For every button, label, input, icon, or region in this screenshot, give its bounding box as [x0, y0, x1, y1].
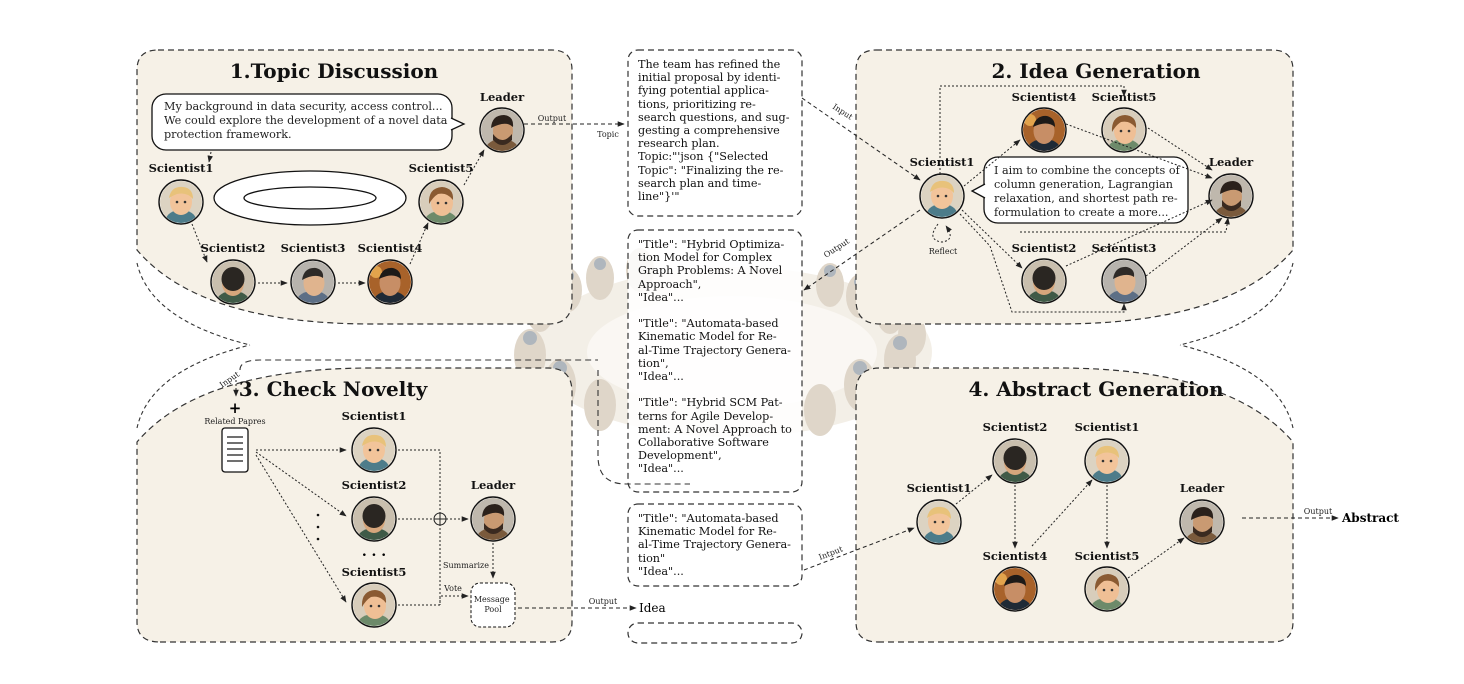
panel-idea-generation: 2. Idea Generation Scientist4 Scientist5…	[855, 49, 1294, 325]
ideas-output-text: "Title": "Hybrid Optimiza- tion Model fo…	[638, 238, 792, 476]
topic-scientist1-label: Scientist1	[149, 161, 214, 175]
idea-output-text: Idea	[639, 601, 666, 615]
topic-speech-text: My background in data security, access c…	[164, 100, 451, 141]
novelty-scientist5-label: Scientist5	[342, 565, 407, 579]
topic-scientist2-label: Scientist2	[201, 241, 266, 255]
abstract-leader-label: Leader	[1180, 481, 1225, 495]
abstract-scientist1-label: Scientist1	[907, 481, 972, 495]
novelty-output-label: Output	[589, 597, 618, 606]
topic-scientist3-label: Scientist3	[281, 241, 346, 255]
topic-output-text: The team has refined the initial proposa…	[638, 58, 790, 204]
topic-scientist4-label: Scientist4	[358, 241, 423, 255]
abstract-output-label: Output	[1304, 507, 1333, 516]
idea-leader-label: Leader	[1209, 155, 1254, 169]
idea-speech-text: I aim to combine the concepts of column …	[994, 164, 1183, 219]
topic-label: Topic	[597, 130, 619, 139]
abstract-scientist5-label: Scientist5	[1075, 549, 1140, 563]
selected-idea-text: "Title": "Automata-based Kinematic Model…	[638, 512, 791, 578]
idea-scientist2-label: Scientist2	[1012, 241, 1077, 255]
panel-abstract-generation: 4. Abstract Generation Scientist2 Scient…	[855, 367, 1399, 643]
panel-check-novelty: 3. Check Novelty Input + Related Papres …	[136, 359, 690, 643]
message-pool	[470, 582, 516, 628]
topic-leader-label: Leader	[480, 90, 525, 104]
novelty-panel-title: 3. Check Novelty	[239, 377, 429, 401]
novelty-leader-label: Leader	[471, 478, 516, 492]
abstract-scientist4-label: Scientist4	[983, 549, 1048, 563]
selected-idea-box	[627, 503, 803, 587]
novelty-ellipsis: . . .	[362, 544, 386, 560]
topic-output-box	[627, 49, 803, 217]
topic-panel-title: 1.Topic Discussion	[230, 59, 439, 83]
document-icon	[221, 427, 249, 473]
novelty-scientist1-label: Scientist1	[342, 409, 407, 423]
topic-output-label: Output	[538, 114, 567, 123]
idea-scientist4-label: Scientist4	[1012, 90, 1077, 104]
ideas-output-box	[627, 229, 803, 493]
reflect-label: Reflect	[929, 247, 958, 256]
abstract-scientist1-top-label: Scientist1	[1075, 420, 1140, 434]
idea-scientist1-label: Scientist1	[910, 155, 975, 169]
idea-input-label: Input	[831, 102, 855, 122]
summarize-label: Summarize	[443, 561, 489, 570]
related-papers-label: Related Papres	[204, 417, 265, 426]
idea-output-label: Output	[822, 236, 851, 259]
plus-symbol: +	[229, 399, 242, 417]
empty-box	[627, 622, 803, 644]
topic-scientist5-label: Scientist5	[409, 161, 474, 175]
idea-scientist3-label: Scientist3	[1092, 241, 1157, 255]
vote-label: Vote	[443, 584, 462, 593]
idea-panel-title: 2. Idea Generation	[991, 59, 1201, 83]
abstract-scientist2-label: Scientist2	[983, 420, 1048, 434]
abstract-panel-title: 4. Abstract Generation	[969, 377, 1224, 401]
novelty-scientist2-label: Scientist2	[342, 478, 407, 492]
panel-topic-discussion: 1.Topic Discussion My background in data…	[136, 49, 573, 325]
idea-scientist5-label: Scientist5	[1092, 90, 1157, 104]
abstract-output-text: Abstract	[1341, 511, 1399, 525]
message-pool-label: Message Pool	[474, 595, 512, 614]
